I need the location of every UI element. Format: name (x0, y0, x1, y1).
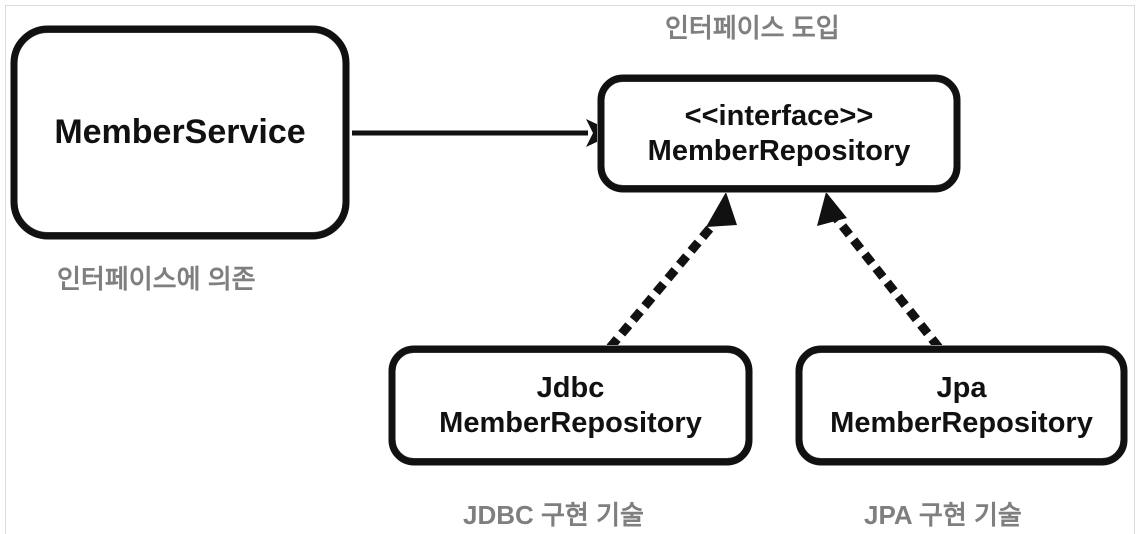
caption-interface-introduced: 인터페이스 도입 (665, 13, 840, 43)
node-member-service[interactable]: MemberService (10, 25, 350, 240)
node-jdbc-member-repository-label: Jdbc MemberRepository (439, 372, 702, 439)
node-jdbc-member-repository[interactable]: Jdbc MemberRepository (388, 345, 753, 466)
caption-jpa-impl-tech: JPA 구현 기술 (864, 500, 1022, 530)
node-jpa-member-repository[interactable]: Jpa MemberRepository (795, 345, 1128, 466)
edge-jdbc-member-repository-to-member-repository (606, 192, 737, 351)
node-member-repository[interactable]: <<interface>> MemberRepository (597, 74, 961, 193)
edge-line-dotted (606, 207, 729, 351)
arrowhead-filled-triangle (817, 192, 847, 226)
arrowhead-filled-triangle (706, 192, 737, 227)
caption-jdbc-impl-tech: JDBC 구현 기술 (463, 500, 644, 530)
node-member-service-label: MemberService (54, 113, 306, 152)
node-member-repository-label: <<interface>> MemberRepository (647, 100, 911, 167)
edge-member-service-to-member-repository (352, 119, 616, 147)
edge-line-dotted (826, 207, 943, 351)
caption-depends-on-interface: 인터페이스에 의존 (57, 264, 256, 294)
edge-jpa-member-repository-to-member-repository (817, 192, 943, 351)
node-jpa-member-repository-label: Jpa MemberRepository (830, 372, 1093, 439)
